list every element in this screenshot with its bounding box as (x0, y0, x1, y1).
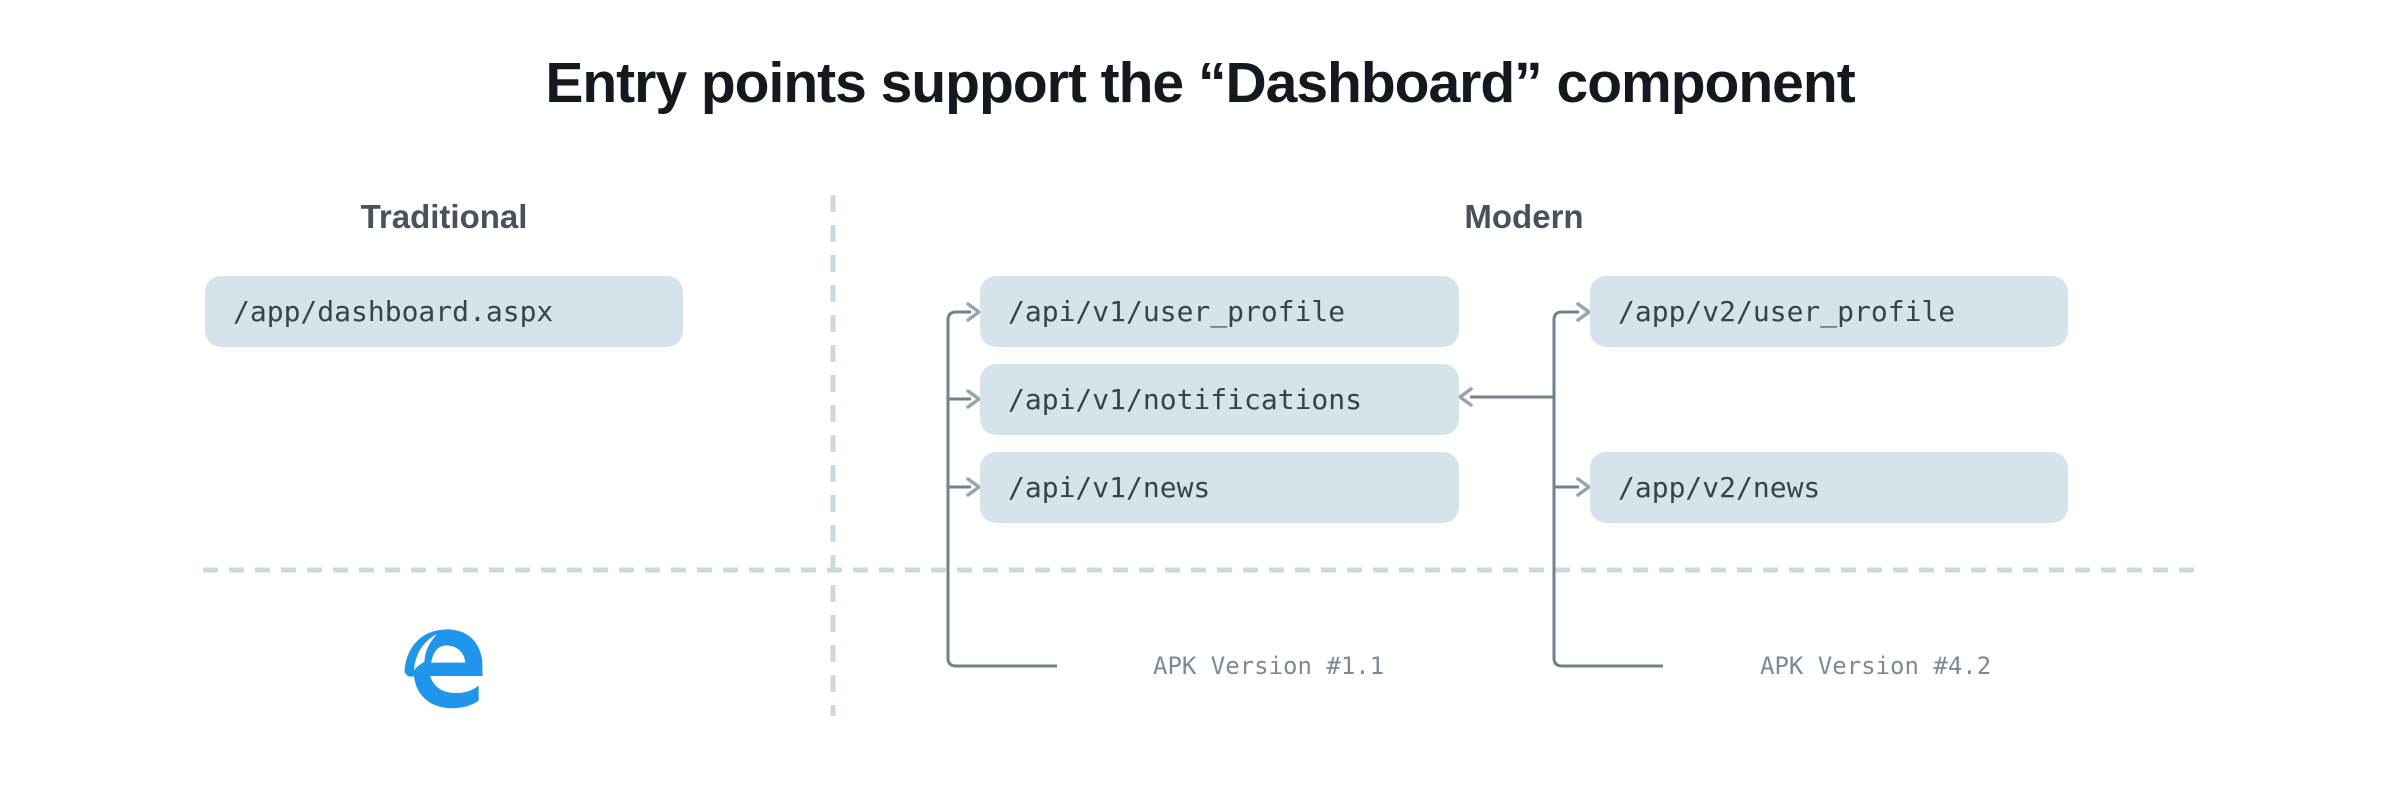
node-api-v1-notifications: /api/v1/notifications (980, 364, 1459, 435)
node-api-v1-news: /api/v1/news (980, 452, 1459, 523)
page-title: Entry points support the “Dashboard” com… (545, 51, 1855, 115)
apk-v1-connector (946, 310, 1057, 668)
node-app-dashboard-aspx: /app/dashboard.aspx (205, 276, 683, 347)
arrowhead-icons (966, 302, 1591, 497)
apk-version-2-label: APK Version #4.2 (1760, 652, 1992, 680)
section-label-traditional: Traditional (360, 198, 528, 235)
node-app-v2-news: /app/v2/news (1590, 452, 2068, 523)
node-label: /app/v2/user_profile (1618, 295, 1956, 328)
node-label: /app/dashboard.aspx (233, 295, 554, 328)
node-api-v1-user-profile: /api/v1/user_profile (980, 276, 1459, 347)
node-app-v2-user-profile: /app/v2/user_profile (1590, 276, 2068, 347)
node-label: /api/v1/user_profile (1008, 295, 1346, 328)
edge-browser-logo-icon (404, 629, 483, 709)
section-label-modern: Modern (1464, 198, 1584, 235)
apk-version-1-label: APK Version #1.1 (1153, 652, 1385, 680)
node-label: /app/v2/news (1618, 471, 1821, 504)
node-label: /api/v1/news (1008, 471, 1211, 504)
apk-v2-connector (1470, 310, 1663, 668)
node-label: /api/v1/notifications (1008, 383, 1363, 416)
